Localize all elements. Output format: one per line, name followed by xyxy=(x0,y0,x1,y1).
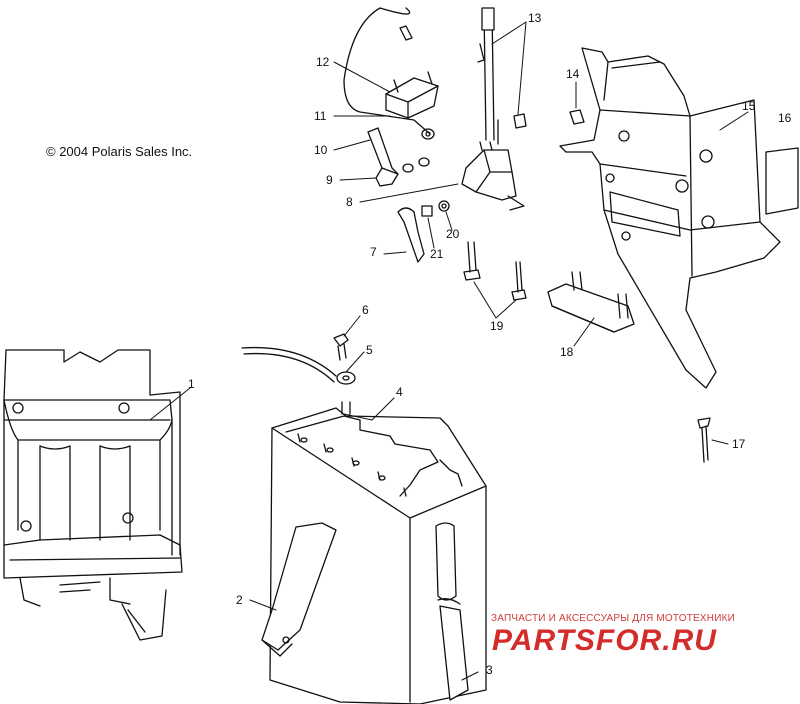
battery-part xyxy=(269,401,487,704)
rivet-17-part xyxy=(697,417,711,463)
callout-15: 15 xyxy=(742,99,756,113)
screw-19-b-part xyxy=(511,261,527,301)
grommet-9-part xyxy=(367,127,430,187)
nut-14-part xyxy=(569,109,585,125)
callout-16: 16 xyxy=(778,111,792,125)
callout-21: 21 xyxy=(430,247,444,261)
callout-2: 2 xyxy=(236,593,243,607)
battery-box-part xyxy=(3,349,183,641)
callout-17: 17 xyxy=(732,437,746,451)
label-16-part xyxy=(765,147,799,215)
leader-lines xyxy=(149,21,749,681)
vent-tube-part xyxy=(435,522,469,701)
callout-20: 20 xyxy=(446,227,460,241)
callout-9: 9 xyxy=(326,173,333,187)
callout-7: 7 xyxy=(370,245,377,259)
callout-10: 10 xyxy=(314,143,328,157)
cable-terminal-part xyxy=(241,346,356,385)
watermark-logo: PARTSFOR.RU xyxy=(492,624,717,657)
bolt-6-part xyxy=(333,333,349,361)
battery-strap-part xyxy=(261,522,337,657)
lead-7-part xyxy=(397,207,425,263)
terminal-10-part xyxy=(421,128,435,140)
watermark-tagline: ЗАПЧАСТИ И АКСЕССУАРЫ ДЛЯ МОТОТЕХНИКИ xyxy=(491,613,736,624)
callout-8: 8 xyxy=(346,195,353,209)
callout-4: 4 xyxy=(396,385,403,399)
washer-20-part xyxy=(438,200,450,212)
callout-1: 1 xyxy=(188,377,195,391)
callout-19: 19 xyxy=(490,319,504,333)
callout-18: 18 xyxy=(560,345,574,359)
callout-6: 6 xyxy=(362,303,369,317)
screw-19-a-part xyxy=(463,241,481,281)
nut-13-part xyxy=(513,113,527,129)
callout-11: 11 xyxy=(314,109,327,123)
relay-solenoid-part xyxy=(461,141,525,211)
callout-3: 3 xyxy=(486,663,493,677)
callout-13: 13 xyxy=(528,11,542,25)
relay-cable-13-part xyxy=(477,7,499,145)
relay-12-part xyxy=(385,71,439,119)
nut-21-part xyxy=(421,205,433,217)
callout-12: 12 xyxy=(316,55,330,69)
wire-11-part xyxy=(343,7,431,135)
copyright-text: © 2004 Polaris Sales Inc. xyxy=(46,144,193,159)
mount-18-part xyxy=(547,271,635,333)
bracket-15-part xyxy=(559,47,781,389)
callout-5: 5 xyxy=(366,343,373,357)
callout-14: 14 xyxy=(566,67,580,81)
